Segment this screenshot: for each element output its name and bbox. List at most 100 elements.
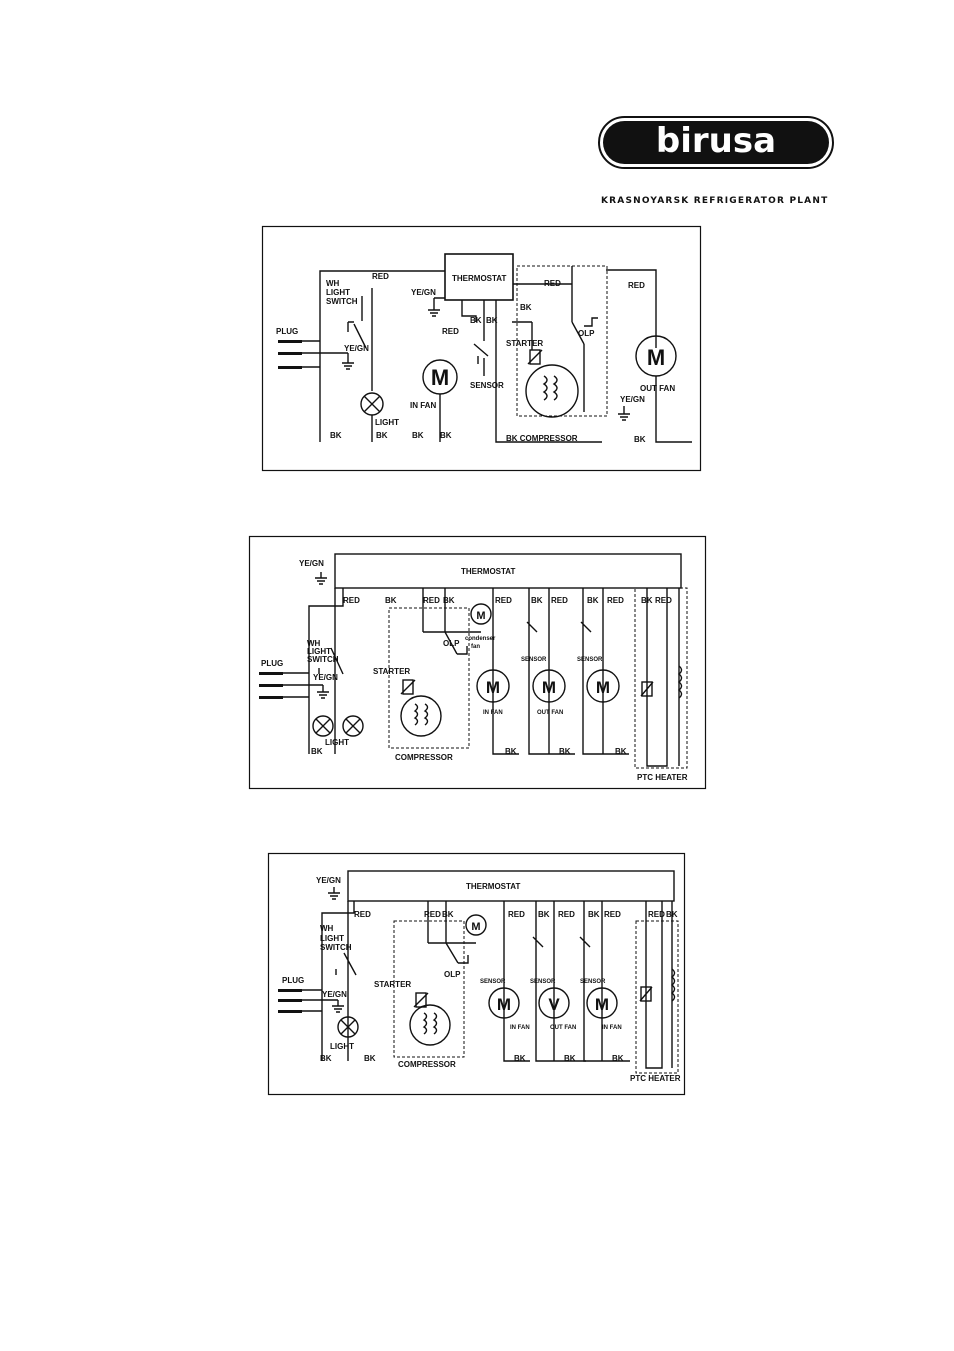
compressor-label: BK COMPRESSOR [506,434,578,443]
sensor-label-2b: SENSOR [577,657,603,663]
heater-coil-2 [677,665,683,699]
diagram-3-frame [267,852,686,1096]
ground-symbol-plug [342,353,354,370]
light-lamp-3-cross [340,1019,356,1035]
light-switch-2 [318,588,344,754]
in-fan-motor-letter: M [431,365,449,390]
plug-pin-2 [278,352,302,355]
red-label-2b: RED [423,596,440,605]
plug-3-wires [302,989,338,1012]
red-label-2e: RED [607,596,624,605]
logo-badge: birusa [603,121,829,164]
compressor-motor-2 [400,695,442,737]
ground-symbol-plug-3 [332,1000,344,1013]
red-label-3e: RED [604,910,621,919]
ye-gn-label-top-2: YE/GN [299,559,324,568]
ground-symbol-top-2 [315,572,327,585]
bk-label-2a: BK [311,747,323,756]
diagram-2-frame [248,535,707,790]
bk-label-3g: BK [588,910,600,919]
plug-3-pin-1 [278,989,302,992]
ground-symbol-out [618,406,630,421]
ye-gn-label-thermo: YE/GN [411,288,436,297]
wiring-diagram-2: THERMOSTAT YE/GN RED WH LIGHT SWITCH PLU… [248,535,707,790]
bk-label-3: BK [412,431,424,440]
thermostat-label: THERMOSTAT [452,274,506,283]
compressor-3-wires [427,901,476,964]
red-label-2f: RED [655,596,672,605]
plug-2-pin-1 [259,672,283,675]
condenser-fan-letter-3: M [471,921,480,933]
bk-label-3f: BK [564,1054,576,1063]
compressor-3-windings [422,1012,438,1035]
starter-3-diagonal [413,992,429,1008]
plug-pin-1 [278,340,302,343]
starter-2-diagonal [400,679,416,695]
out-fan-motor-2 [532,669,566,703]
left-main-wire-2 [308,588,344,754]
sensor-3b-wire [532,901,586,1062]
in-fan-motor-2 [476,669,510,703]
bk-label-8: BK [634,435,646,444]
in-fan-label: IN FAN [410,401,436,410]
out-fan-motor-3 [538,987,570,1019]
red-label: RED [372,272,389,281]
left-main-wire-3 [321,901,355,1061]
light-switch-3 [335,901,357,1061]
plug-label: PLUG [276,327,298,336]
sensor-label: SENSOR [470,381,504,390]
out-fan-red-wire [606,269,657,348]
light-lamp-2b-cross [345,718,361,734]
red-label-3: RED [544,279,561,288]
out-fan-label: OUT FAN [640,384,675,393]
bk-label-5: BK [470,316,482,325]
bk-label-3b: BK [364,1054,376,1063]
wh-label-2: WH [307,639,321,648]
bk-label-3a: BK [320,1054,332,1063]
light-switch-3-line1: LIGHT [320,934,344,943]
bk-label-3d: BK [514,1054,526,1063]
out-fan-wire [655,376,692,443]
ptc-element-3-diagonal [639,986,653,1002]
plug-wires [302,340,348,368]
light-lamp-2a-cross [315,718,331,734]
condenser-fan-motor-3 [465,914,487,936]
bk-label-2h: BK [615,747,627,756]
sensor-label-3c: SENSOR [580,979,606,985]
heater-coil-3 [670,968,676,1002]
birusa-logo: birusa [598,116,834,169]
wh-label-3: WH [320,924,334,933]
red-label-2c: RED [495,596,512,605]
bk-label-3h: BK [612,1054,624,1063]
bk-label-6: BK [486,316,498,325]
ptc-element-2-diagonal [640,681,654,697]
plug-label-3: PLUG [282,976,304,985]
sensor-label-3b: SENSOR [530,979,556,985]
thermostat-bar-2 [334,553,682,589]
bk-label-2: BK [376,431,388,440]
light-switch-3-line2: SWITCH [320,943,352,952]
bk-label-2e: BK [531,596,543,605]
wire-left-main [319,270,445,442]
light-lamp-2a [312,715,334,737]
compressor-windings [542,375,558,401]
sensor-2a-wire [526,588,575,755]
in-fan-motor-3 [488,987,520,1019]
starter-label: STARTER [506,339,543,348]
bk-label-3i: BK [666,910,678,919]
plug-3-pin-2 [278,999,302,1002]
ptc-heater-label-2: PTC HEATER [637,773,688,782]
in-fan-label-2: IN FAN [483,710,503,716]
ptc-element-3 [640,986,652,1002]
compressor-bk-wire [495,300,602,443]
sensor-label-3a: SENSOR [480,979,506,985]
sensor-2b-wire [580,588,629,755]
compressor-top-wire [513,266,585,345]
in-fan-motor-3-letter: M [497,995,511,1014]
light-switch-2-line2: SWITCH [307,655,339,664]
ground-symbol-thermo [428,297,445,317]
compressor-internal-wires [512,321,585,412]
bk-label-3c: BK [442,910,454,919]
starter-element [529,349,541,365]
in-fan-label-3: IN FAN [510,1025,530,1031]
